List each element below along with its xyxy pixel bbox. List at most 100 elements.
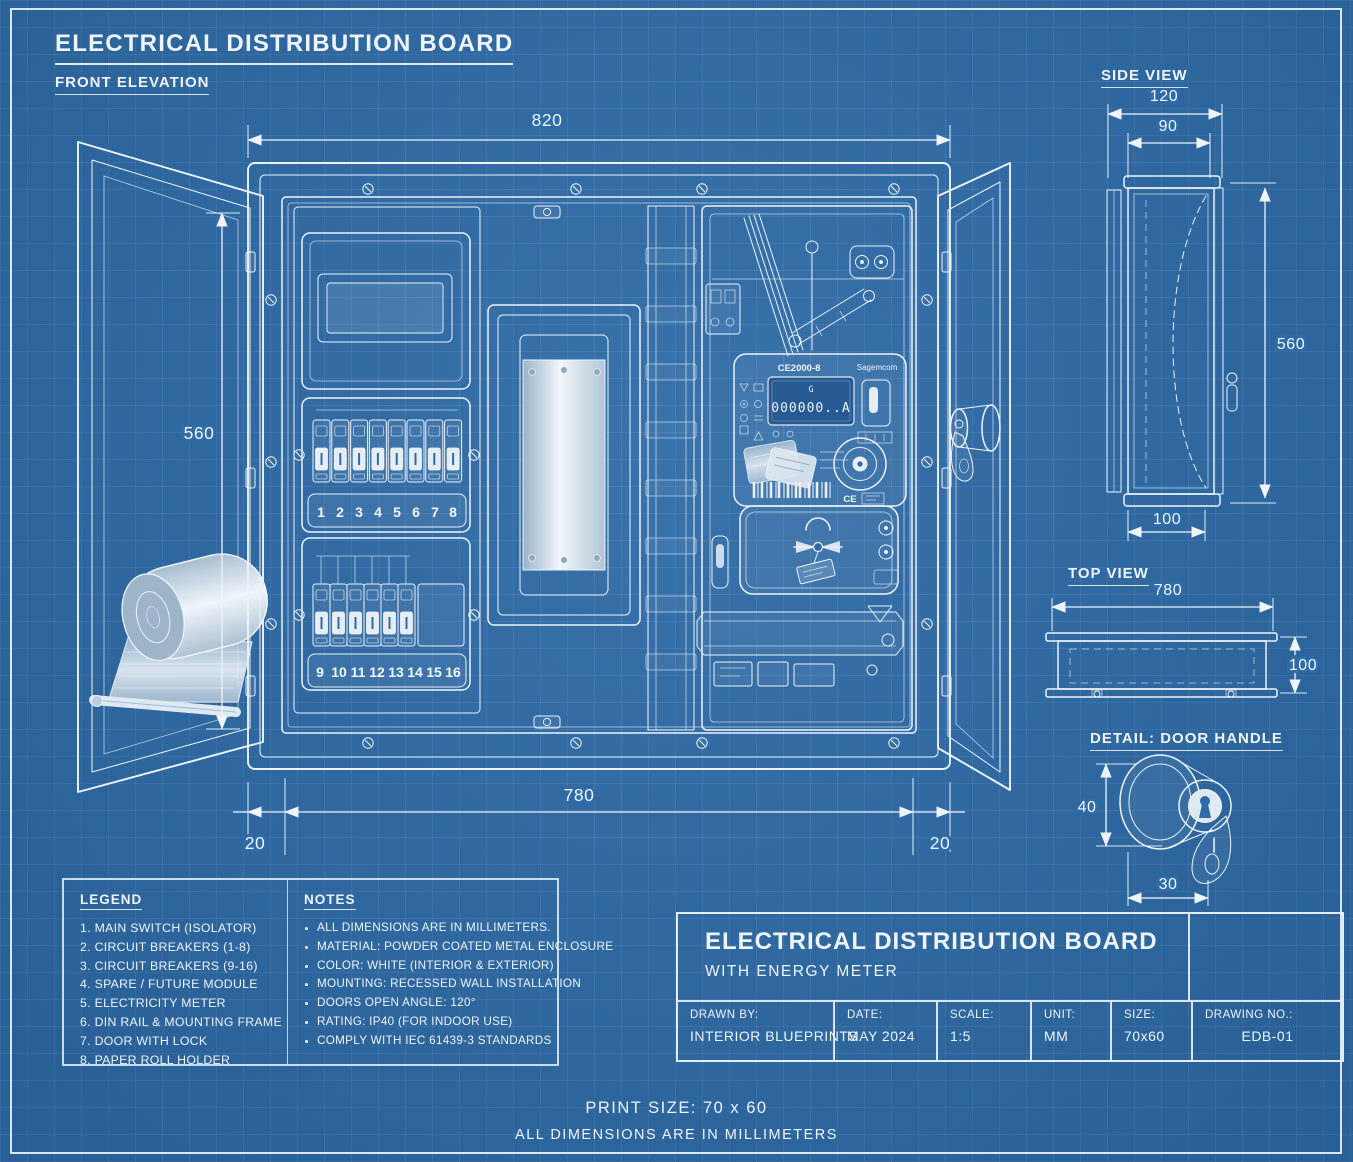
cabinet-body (247, 162, 951, 770)
svg-text:13: 13 (388, 664, 404, 680)
svg-text:9: 9 (316, 664, 324, 680)
side-view-title: SIDE VIEW (1101, 67, 1188, 88)
note-item: MATERIAL: POWDER COATED METAL ENCLOSURE (317, 938, 613, 957)
dim-label-780-front: 780 (564, 785, 595, 805)
mounting-frame-recess (487, 304, 641, 626)
svg-text:15: 15 (426, 664, 442, 680)
note-item: ALL DIMENSIONS ARE IN MILLIMETERS. (317, 919, 613, 938)
legend-list: 1. MAIN SWITCH (ISOLATOR) 2. CIRCUIT BRE… (80, 919, 282, 1069)
footer-print-size: PRINT SIZE: 70 x 60 (585, 1099, 768, 1117)
svg-text:16: 16 (445, 664, 461, 680)
paper-roll-holder (89, 553, 269, 717)
meter-ce-mark: CE (843, 494, 856, 505)
right-door (937, 162, 1011, 791)
incoming-cables (705, 213, 895, 357)
title-block-main: ELECTRICAL DISTRIBUTION BOARD WITH ENERG… (678, 914, 1188, 1000)
svg-text:14: 14 (407, 664, 423, 680)
field-scale: SCALE: 1:5 (938, 1002, 1032, 1060)
handle-detail-drawing: 40 30 (1075, 754, 1232, 906)
breaker-row-2: 9 10 11 12 13 14 15 16 (301, 537, 471, 691)
title-block: ELECTRICAL DISTRIBUTION BOARD WITH ENERG… (676, 912, 1344, 1062)
svg-text:G: G (808, 385, 813, 395)
svg-text:11: 11 (351, 664, 366, 680)
door-handle (949, 404, 1001, 482)
handle-detail-title: DETAIL: DOOR HANDLE (1090, 730, 1283, 751)
meter-lcd: G 000000..A (767, 376, 855, 426)
dim-label-780-top: 780 (1154, 582, 1182, 599)
meter-bay: CE2000-8 Sagemcom G 000000..A (696, 205, 913, 731)
dim-label-30: 30 (1159, 876, 1178, 893)
dim-label-90: 90 (1159, 118, 1178, 135)
note-item: DOORS OPEN ANGLE: 120° (317, 994, 613, 1013)
field-drawn-by: DRAWN BY: INTERIOR BLUEPRINTS (678, 1002, 858, 1060)
legend-item: 2. CIRCUIT BREAKERS (1-8) (80, 939, 251, 954)
legend-item: 1. MAIN SWITCH (ISOLATOR) (80, 921, 257, 935)
front-elevation-drawing: 1 2 3 4 5 6 7 8 (77, 107, 1011, 856)
legend-item: 5. ELECTRICITY METER (80, 996, 226, 1011)
dim-780-front: 780 20 20 (233, 778, 965, 856)
dim-label-560-side: 560 (1277, 336, 1305, 353)
dim-label-560-front: 560 (184, 423, 215, 443)
dim-label-120: 120 (1150, 88, 1178, 105)
field-unit: UNIT: MM (1032, 1002, 1112, 1060)
page-title: ELECTRICAL DISTRIBUTION BOARD (55, 30, 514, 65)
meter-brand: Sagemcom (857, 363, 898, 372)
breaker-numbers-9-16: 9 10 11 12 13 14 15 16 (316, 664, 461, 680)
breaker-row-1: 1 2 3 4 5 6 7 8 (301, 397, 471, 533)
svg-text:2: 2 (336, 504, 344, 520)
notes-panel: NOTES ALL DIMENSIONS ARE IN MILLIMETERS.… (288, 880, 621, 1064)
dim-820: 820 (247, 107, 951, 158)
svg-text:12: 12 (369, 664, 385, 680)
meter-icons (739, 383, 764, 441)
svg-text:4: 4 (374, 504, 382, 520)
svg-text:3: 3 (355, 504, 363, 520)
legend-item: 4. SPARE / FUTURE MODULE (80, 977, 258, 992)
svg-text:000000..A: 000000..A (771, 401, 850, 416)
meter-cards (743, 439, 848, 489)
side-view-body (1106, 175, 1238, 507)
title-block-fields: DRAWN BY: INTERIOR BLUEPRINTS DATE: MAY … (678, 1000, 1342, 1060)
meter-barcode (752, 482, 831, 498)
title-block-subtitle: WITH ENERGY METER (705, 963, 899, 980)
dim-label-100-side: 100 (1153, 511, 1181, 528)
dim-label-820: 820 (532, 110, 563, 130)
field-size: SIZE: 70x60 (1112, 1002, 1193, 1060)
top-view-body (1045, 632, 1278, 698)
legend-panel: LEGEND 1. MAIN SWITCH (ISOLATOR) 2. CIRC… (64, 880, 288, 1067)
meter-model: CE2000-8 (778, 363, 821, 374)
svg-text:7: 7 (431, 504, 439, 520)
handle-detail-body (1119, 754, 1232, 884)
legend-item: 3. CIRCUIT BREAKERS (9-16) (80, 958, 258, 973)
svg-text:10: 10 (331, 664, 347, 680)
meter-card-slot (857, 379, 893, 444)
spare-module (417, 583, 465, 647)
legend-item: 8. PAPER ROLL HOLDER (80, 1052, 231, 1067)
legend-notes-box: LEGEND 1. MAIN SWITCH (ISOLATOR) 2. CIRC… (62, 878, 613, 1067)
top-view-drawing: 780 100 (1045, 579, 1320, 698)
terminal-cover (739, 505, 899, 595)
footer-dimensions-note: ALL DIMENSIONS ARE IN MILLIMETERS (515, 1127, 838, 1143)
legend-item: 7. DOOR WITH LOCK (80, 1033, 208, 1048)
note-item: RATING: IP40 (FOR INDOOR USE) (317, 1013, 613, 1032)
dim-label-20-right: 20 (930, 833, 950, 853)
title-block-title: ELECTRICAL DISTRIBUTION BOARD (705, 928, 1158, 955)
notes-list: ALL DIMENSIONS ARE IN MILLIMETERS. MATER… (304, 919, 613, 1051)
top-view-title: TOP VIEW (1068, 565, 1149, 586)
dim-560-front: 560 (181, 212, 240, 730)
field-date: DATE: MAY 2024 (835, 1002, 938, 1060)
legend-title: LEGEND (80, 892, 143, 910)
side-view-drawing: 120 90 560 (1106, 85, 1308, 541)
title-block-side-cell (1188, 914, 1342, 1000)
dim-label-20-left: 20 (245, 833, 265, 853)
svg-text:5: 5 (393, 504, 401, 520)
notes-title: NOTES (304, 892, 356, 910)
breaker-numbers-1-8: 1 2 3 4 5 6 7 8 (317, 504, 457, 520)
main-switch-module (301, 232, 471, 390)
electricity-meter: CE2000-8 Sagemcom G 000000..A (733, 353, 907, 507)
page-footer: PRINT SIZE: 70 x 60 ALL DIMENSIONS ARE I… (0, 1099, 1353, 1143)
meter-optical-port (833, 437, 887, 491)
note-item: COMPLY WITH IEC 61439-3 STANDARDS (317, 1032, 613, 1051)
din-rail (645, 205, 697, 731)
